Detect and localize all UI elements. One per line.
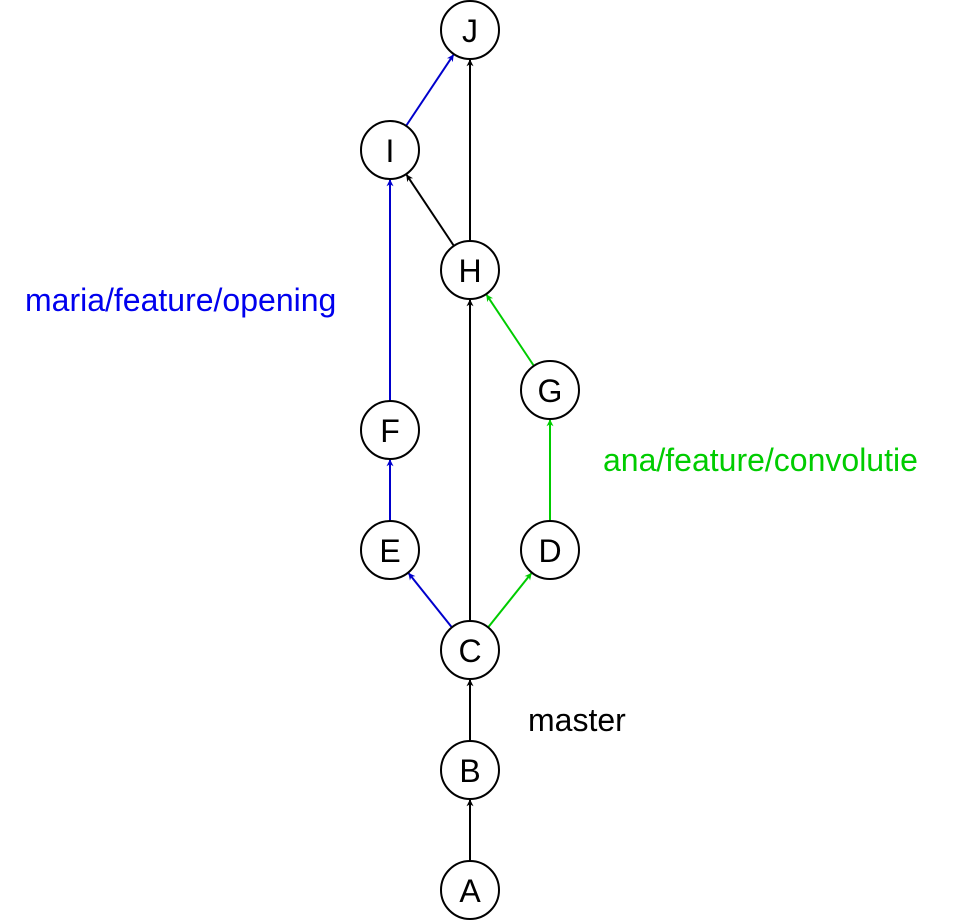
commit-circle [360, 520, 420, 580]
commit-circle [440, 240, 500, 300]
commit-node-H: H [440, 240, 500, 300]
commit-label: J [462, 13, 478, 49]
commit-label: D [538, 533, 561, 569]
branch-label-master: master [528, 702, 626, 738]
commit-node-B: B [440, 740, 500, 800]
commit-circle [520, 360, 580, 420]
commit-circle [440, 620, 500, 680]
commit-node-A: A [440, 860, 500, 920]
edge-G-H [485, 294, 535, 367]
commit-label: H [458, 253, 481, 289]
commit-label: E [379, 533, 400, 569]
commit-node-F: F [360, 400, 420, 460]
edge-C-D [487, 572, 533, 628]
branch-label-maria: maria/feature/opening [25, 282, 336, 318]
commit-label: B [459, 753, 480, 789]
edges-layer [386, 54, 554, 861]
commit-node-G: G [520, 360, 580, 420]
commit-label: F [380, 413, 400, 449]
commit-node-I: I [360, 120, 420, 180]
commit-circle [360, 400, 420, 460]
commit-circle [440, 860, 500, 920]
commit-label: I [386, 133, 395, 169]
commit-node-D: D [520, 520, 580, 580]
nodes-layer: A B C D E F G H I J [360, 0, 580, 920]
edge-I-J [405, 54, 455, 127]
branch-label-ana: ana/feature/convolutie [603, 442, 918, 478]
edge-C-E [407, 572, 453, 628]
commit-label: A [459, 873, 481, 909]
commit-circle [440, 740, 500, 800]
edge-H-I [405, 174, 455, 247]
commit-label: C [458, 633, 481, 669]
commit-node-E: E [360, 520, 420, 580]
commit-circle [440, 0, 500, 60]
commit-node-J: J [440, 0, 500, 60]
commit-label: G [538, 373, 563, 409]
commit-circle [520, 520, 580, 580]
commit-node-C: C [440, 620, 500, 680]
commit-circle [360, 120, 420, 180]
